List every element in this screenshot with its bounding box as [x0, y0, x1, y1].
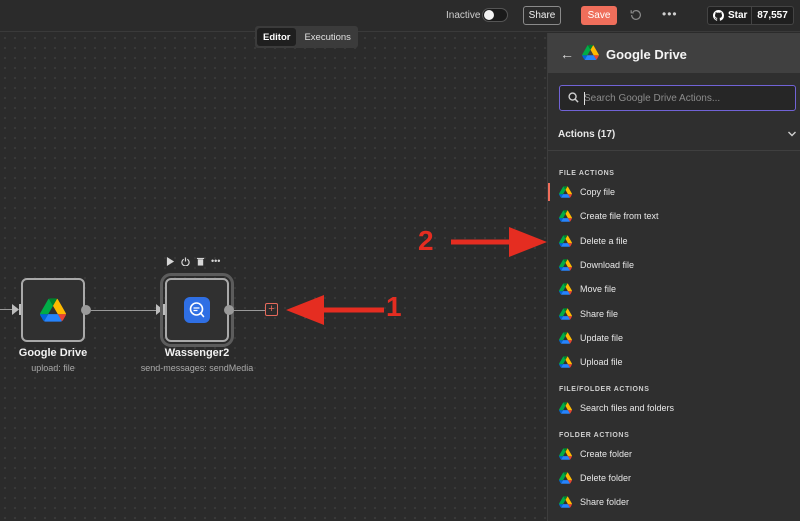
- action-delete-folder[interactable]: Delete folder: [548, 467, 800, 489]
- save-button[interactable]: Save: [581, 6, 617, 25]
- tab-executions[interactable]: Executions: [304, 31, 351, 43]
- workflow-status-label: Inactive: [446, 10, 481, 21]
- github-star-button[interactable]: Star: [707, 6, 752, 25]
- action-label: Update file: [580, 333, 624, 343]
- node-creator-panel: ← Google Drive Actions (17) FILE ACTIONS…: [547, 33, 800, 521]
- section-label-file-folder-actions: FILE/FOLDER ACTIONS: [559, 386, 650, 393]
- delete-node-icon[interactable]: [196, 257, 205, 266]
- action-share-folder[interactable]: Share folder: [548, 491, 800, 513]
- node-toolbar: •••: [166, 256, 220, 266]
- google-drive-icon: [559, 356, 572, 368]
- toggle-knob: [484, 10, 494, 20]
- search-input[interactable]: [584, 89, 789, 107]
- mode-tabs: Editor Executions: [255, 26, 358, 48]
- google-drive-icon: [559, 332, 572, 344]
- action-label: Delete folder: [580, 473, 632, 483]
- action-delete-a-file[interactable]: Delete a file: [548, 230, 800, 252]
- action-search-files-and-folders[interactable]: Search files and folders: [548, 397, 800, 419]
- annotation-label-1: 1: [386, 291, 402, 322]
- annotation-label-2: 2: [418, 225, 434, 256]
- panel-title: Google Drive: [606, 47, 687, 62]
- google-drive-icon: [582, 45, 599, 60]
- panel-header: ← Google Drive: [548, 33, 800, 73]
- google-drive-icon: [559, 210, 572, 222]
- section-label-folder-actions: FOLDER ACTIONS: [559, 432, 630, 439]
- google-drive-output-handle[interactable]: [81, 305, 91, 315]
- google-drive-icon: [559, 259, 572, 271]
- google-drive-icon: [559, 308, 572, 320]
- input-edge: [0, 309, 14, 310]
- history-icon[interactable]: [629, 8, 643, 22]
- action-create-file-from-text[interactable]: Create file from text: [548, 205, 800, 227]
- back-arrow-icon[interactable]: ←: [560, 46, 574, 62]
- workflow-canvas[interactable]: Editor Executions Google Drive upload: f…: [0, 26, 547, 521]
- actions-header[interactable]: Actions (17): [558, 129, 616, 140]
- text-cursor: [584, 92, 585, 105]
- github-icon: [713, 10, 724, 21]
- google-drive-icon: [559, 186, 572, 198]
- google-drive-icon: [559, 448, 572, 460]
- search-box[interactable]: [559, 85, 796, 111]
- action-label: Share folder: [580, 497, 630, 507]
- connection-edge[interactable]: [91, 310, 157, 311]
- google-drive-node[interactable]: [21, 278, 85, 342]
- action-label: Move file: [580, 284, 617, 294]
- input-arrow-icon: [12, 304, 21, 315]
- action-label: Delete a file: [580, 236, 628, 246]
- add-node-button[interactable]: +: [265, 303, 278, 316]
- action-label: Search files and folders: [580, 403, 675, 413]
- action-move-file[interactable]: Move file: [548, 278, 800, 300]
- node-more-icon[interactable]: •••: [211, 256, 221, 266]
- share-button[interactable]: Share: [523, 6, 561, 25]
- action-update-file[interactable]: Update file: [548, 327, 800, 349]
- wassenger-node[interactable]: [160, 273, 234, 347]
- connection-arrow-icon: [156, 304, 165, 315]
- action-label: Upload file: [580, 357, 623, 367]
- section-label-file-actions: FILE ACTIONS: [559, 170, 615, 177]
- google-drive-icon: [559, 472, 572, 484]
- annotation-arrow-1: [286, 295, 384, 325]
- add-node-edge: [234, 310, 265, 311]
- action-copy-file[interactable]: Copy file: [548, 181, 800, 203]
- active-toggle[interactable]: [482, 8, 508, 22]
- google-drive-icon: [40, 298, 66, 322]
- wassenger-node-subtitle: send-messages: sendMedia: [140, 363, 254, 373]
- action-create-folder[interactable]: Create folder: [548, 443, 800, 465]
- more-options-icon[interactable]: •••: [662, 7, 678, 21]
- action-label: Download file: [580, 260, 635, 270]
- google-drive-icon: [559, 235, 572, 247]
- google-drive-icon: [559, 402, 572, 414]
- action-label: Share file: [580, 309, 619, 319]
- github-star-count[interactable]: 87,557: [752, 6, 794, 25]
- action-label: Create folder: [580, 449, 633, 459]
- google-drive-node-title: Google Drive: [18, 347, 88, 359]
- tab-editor[interactable]: Editor: [257, 28, 297, 46]
- chevron-down-icon[interactable]: [787, 129, 797, 139]
- action-download-file[interactable]: Download file: [548, 254, 800, 276]
- google-drive-node-subtitle: upload: file: [31, 363, 75, 373]
- github-star-label: Star: [728, 10, 748, 21]
- top-bar: Inactive Share Save ••• Star 87,557: [0, 0, 800, 32]
- action-upload-file[interactable]: Upload file: [548, 351, 800, 373]
- google-drive-icon: [559, 283, 572, 295]
- action-label: Create file from text: [580, 211, 659, 221]
- action-label: Copy file: [580, 187, 616, 197]
- action-share-file[interactable]: Share file: [548, 303, 800, 325]
- deactivate-node-icon[interactable]: [181, 256, 190, 266]
- wassenger-output-handle[interactable]: [224, 305, 234, 315]
- wassenger-node-title: Wassenger2: [164, 347, 230, 359]
- annotation-arrow-2: [451, 227, 547, 257]
- wassenger-icon: [184, 297, 210, 323]
- divider: [548, 150, 800, 151]
- google-drive-icon: [559, 496, 572, 508]
- execute-node-icon[interactable]: [166, 256, 175, 266]
- search-icon: [568, 92, 579, 103]
